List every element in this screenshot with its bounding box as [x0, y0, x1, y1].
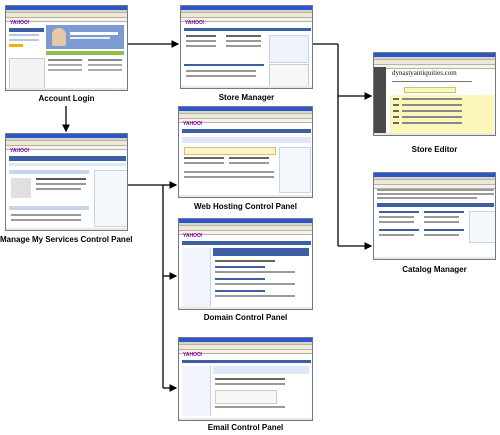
screenshot-web-hosting: YAHOO! — [178, 106, 313, 198]
yahoo-logo: YAHOO! — [183, 233, 203, 239]
screenshot-email-panel: YAHOO! — [178, 337, 313, 421]
yahoo-logo: YAHOO! — [185, 20, 205, 26]
caption-store-manager: Store Manager — [218, 93, 275, 102]
yahoo-logo: YAHOO! — [183, 121, 203, 127]
caption-manage-services: Manage My Services Control Panel — [0, 235, 133, 244]
caption-store-editor: Store Editor — [411, 145, 458, 154]
yahoo-logo: YAHOO! — [10, 148, 30, 154]
yahoo-logo: YAHOO! — [183, 352, 203, 358]
screenshot-manage-services: YAHOO! — [5, 133, 128, 231]
caption-web-hosting: Web Hosting Control Panel — [194, 202, 297, 211]
screenshot-catalog-manager — [373, 172, 496, 260]
caption-domain-panel: Domain Control Panel — [203, 313, 288, 322]
screenshot-store-editor: dynastyantiquities.com — [373, 52, 496, 136]
store-editor-title: dynastyantiquities.com — [392, 69, 457, 77]
screenshot-store-manager: YAHOO! — [180, 5, 313, 89]
yahoo-logo: YAHOO! — [10, 20, 30, 26]
screenshot-domain-panel: YAHOO! — [178, 218, 313, 310]
caption-catalog-manager: Catalog Manager — [402, 265, 467, 274]
caption-account-login: Account Login — [38, 94, 95, 103]
caption-email-panel: Email Control Panel — [207, 423, 284, 432]
screenshot-account-login: YAHOO! — [5, 5, 128, 91]
